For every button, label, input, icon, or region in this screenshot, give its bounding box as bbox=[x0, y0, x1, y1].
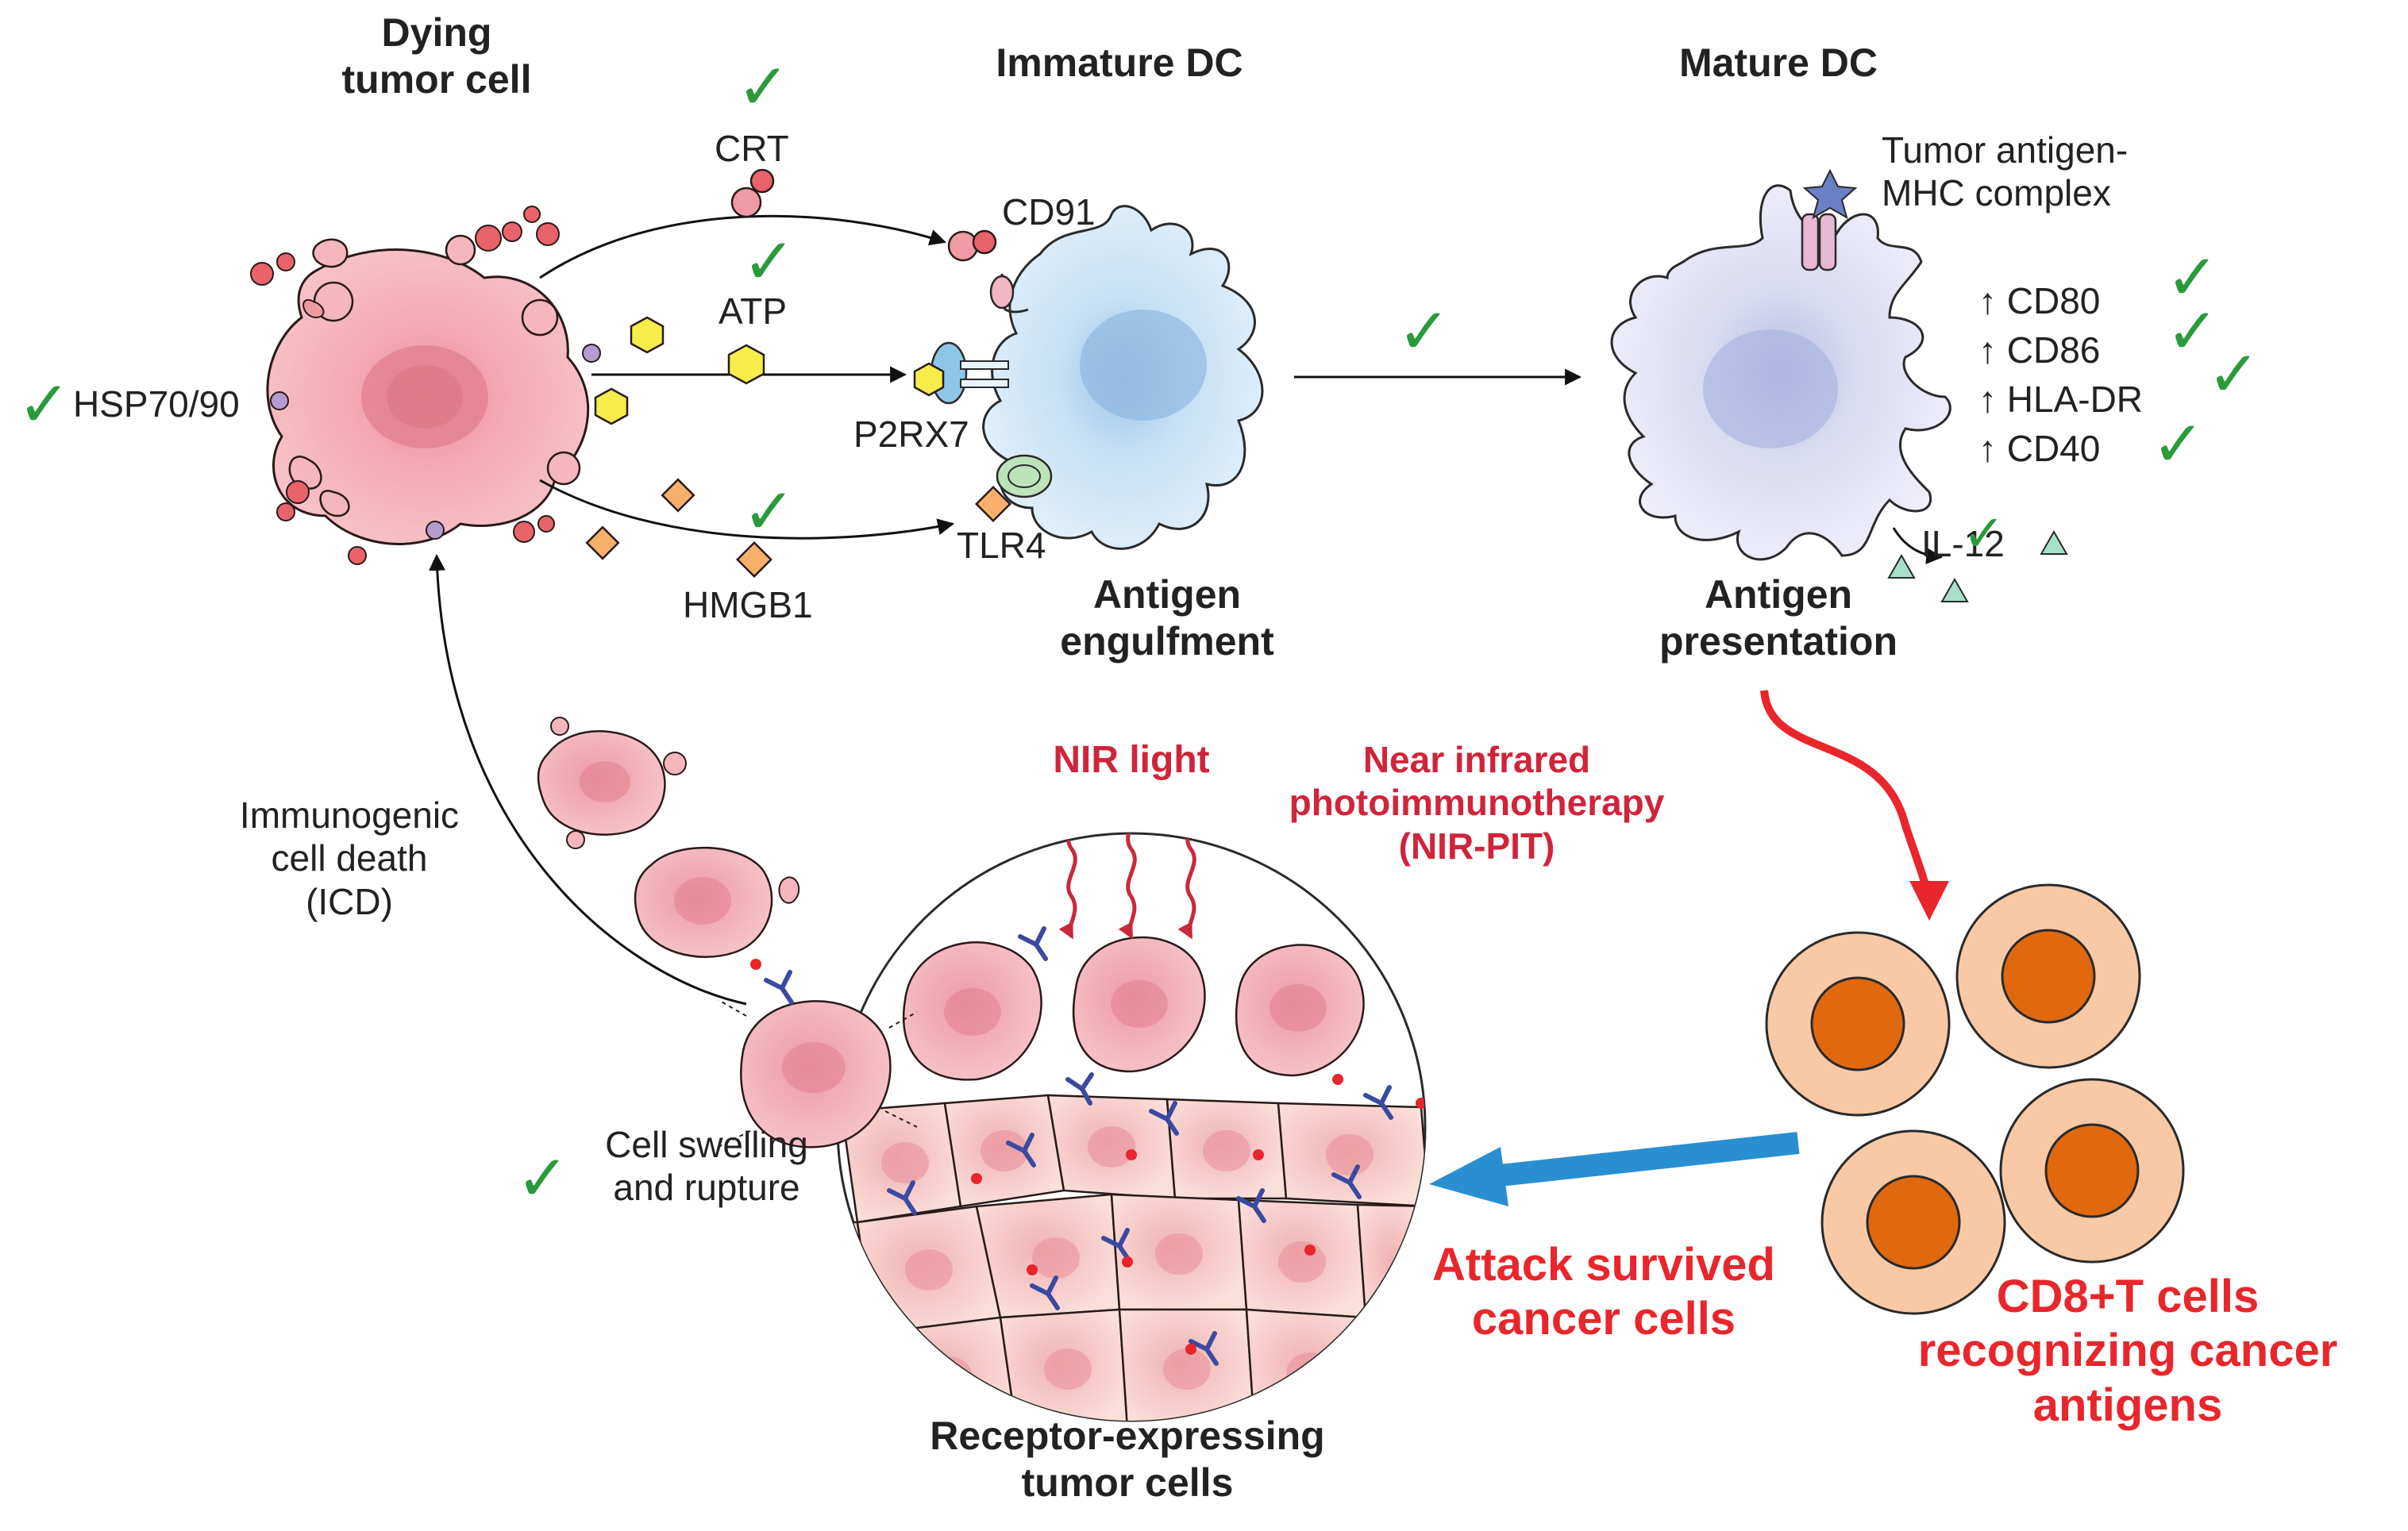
check-icon-cd86: ✓ bbox=[2166, 296, 2220, 367]
marker-cd40: ↑ CD40 bbox=[1978, 428, 2101, 469]
hmgb1-molecule-3 bbox=[585, 525, 620, 560]
crt-molecule bbox=[730, 168, 775, 218]
cd91-label: CD91 bbox=[1002, 191, 1096, 233]
il12-molecule-3 bbox=[1940, 577, 1969, 602]
dying-tumor-cell-title: Dying tumor cell bbox=[341, 10, 532, 102]
immature-dc-title: Immature DC bbox=[996, 40, 1243, 85]
activation-arrow bbox=[1760, 690, 1949, 921]
tlr4-label: TLR4 bbox=[957, 525, 1046, 566]
atp-label: ATP bbox=[719, 290, 788, 332]
receptor-cells-caption: Receptor-expressing tumor cells bbox=[930, 1414, 1325, 1505]
p2rx7-label: P2RX7 bbox=[853, 414, 969, 455]
crt-label: CRT bbox=[715, 128, 789, 169]
hsp-label: HSP70/90 bbox=[73, 383, 240, 425]
check-icon-hmgb1: ✓ bbox=[742, 476, 796, 547]
ruptured-cell-small bbox=[537, 717, 687, 849]
il12-label: IL-12 bbox=[1921, 523, 2005, 564]
check-icon-maturation: ✓ bbox=[1397, 296, 1451, 367]
hmgb1-pathway-arrow bbox=[539, 479, 955, 540]
cell-swelling-label: Cell swelling and rupture bbox=[605, 1124, 808, 1209]
cd8-t-cell-4 bbox=[1820, 1129, 2006, 1315]
antigen-presentation-caption: Antigen presentation bbox=[1659, 572, 1898, 664]
check-icon-cd80: ✓ bbox=[2166, 242, 2220, 313]
mature-dc-cell bbox=[1610, 168, 1951, 564]
marker-hla-dr: ↑ HLA-DR bbox=[1978, 379, 2144, 420]
check-icon-cd40: ✓ bbox=[2152, 409, 2206, 479]
hmgb1-molecule bbox=[736, 541, 772, 578]
hmgb1-molecule-2 bbox=[661, 478, 695, 513]
marker-cd80: ↑ CD80 bbox=[1978, 280, 2101, 321]
cd8-t-cell bbox=[1765, 931, 1951, 1117]
immature-dc-cell bbox=[913, 205, 1264, 550]
check-icon-hla-dr: ✓ bbox=[2207, 339, 2261, 410]
icd-arrow bbox=[429, 553, 747, 1006]
ruptured-cell-small-2 bbox=[634, 846, 800, 958]
cd8-label: CD8+T cells recognizing cancer antigens bbox=[1917, 1271, 2338, 1431]
atp-molecule bbox=[727, 344, 765, 385]
icd-label: Immunogenic cell death (ICD) bbox=[239, 794, 460, 922]
hmgb1-label: HMGB1 bbox=[683, 584, 813, 625]
atp-molecule-2 bbox=[630, 316, 665, 354]
atp-molecule-3 bbox=[594, 387, 629, 425]
il12-molecule bbox=[2040, 529, 2068, 555]
check-icon-swelling: ✓ bbox=[516, 1143, 570, 1214]
check-icon-atp: ✓ bbox=[742, 226, 796, 297]
check-icon-il12: ✓ bbox=[1963, 505, 2005, 562]
check-icon-crt: ✓ bbox=[737, 52, 791, 122]
tissue-circle bbox=[836, 832, 1427, 1422]
dying-tumor-cell bbox=[250, 206, 601, 565]
swollen-cell-rupturing bbox=[718, 959, 918, 1148]
antigen-engulfment-caption: Antigen engulfment bbox=[1060, 572, 1274, 664]
nir-pit-label: Near infrared photoimmunotherapy (NIR-PI… bbox=[1289, 739, 1665, 867]
cd8-t-cell-3 bbox=[1999, 1078, 2185, 1264]
cd8-t-cell-2 bbox=[1955, 883, 2141, 1069]
marker-cd86: ↑ CD86 bbox=[1978, 329, 2101, 371]
attack-arrow bbox=[1429, 1132, 1800, 1206]
nir-light-label: NIR light bbox=[1053, 739, 1210, 781]
attack-label: Attack survived cancer cells bbox=[1432, 1239, 1775, 1345]
il12-molecule-2 bbox=[1887, 553, 1916, 579]
mature-dc-title: Mature DC bbox=[1678, 40, 1878, 85]
check-icon-hsp: ✓ bbox=[17, 369, 71, 440]
mhc-complex-label: Tumor antigen- MHC complex bbox=[1882, 129, 2129, 214]
